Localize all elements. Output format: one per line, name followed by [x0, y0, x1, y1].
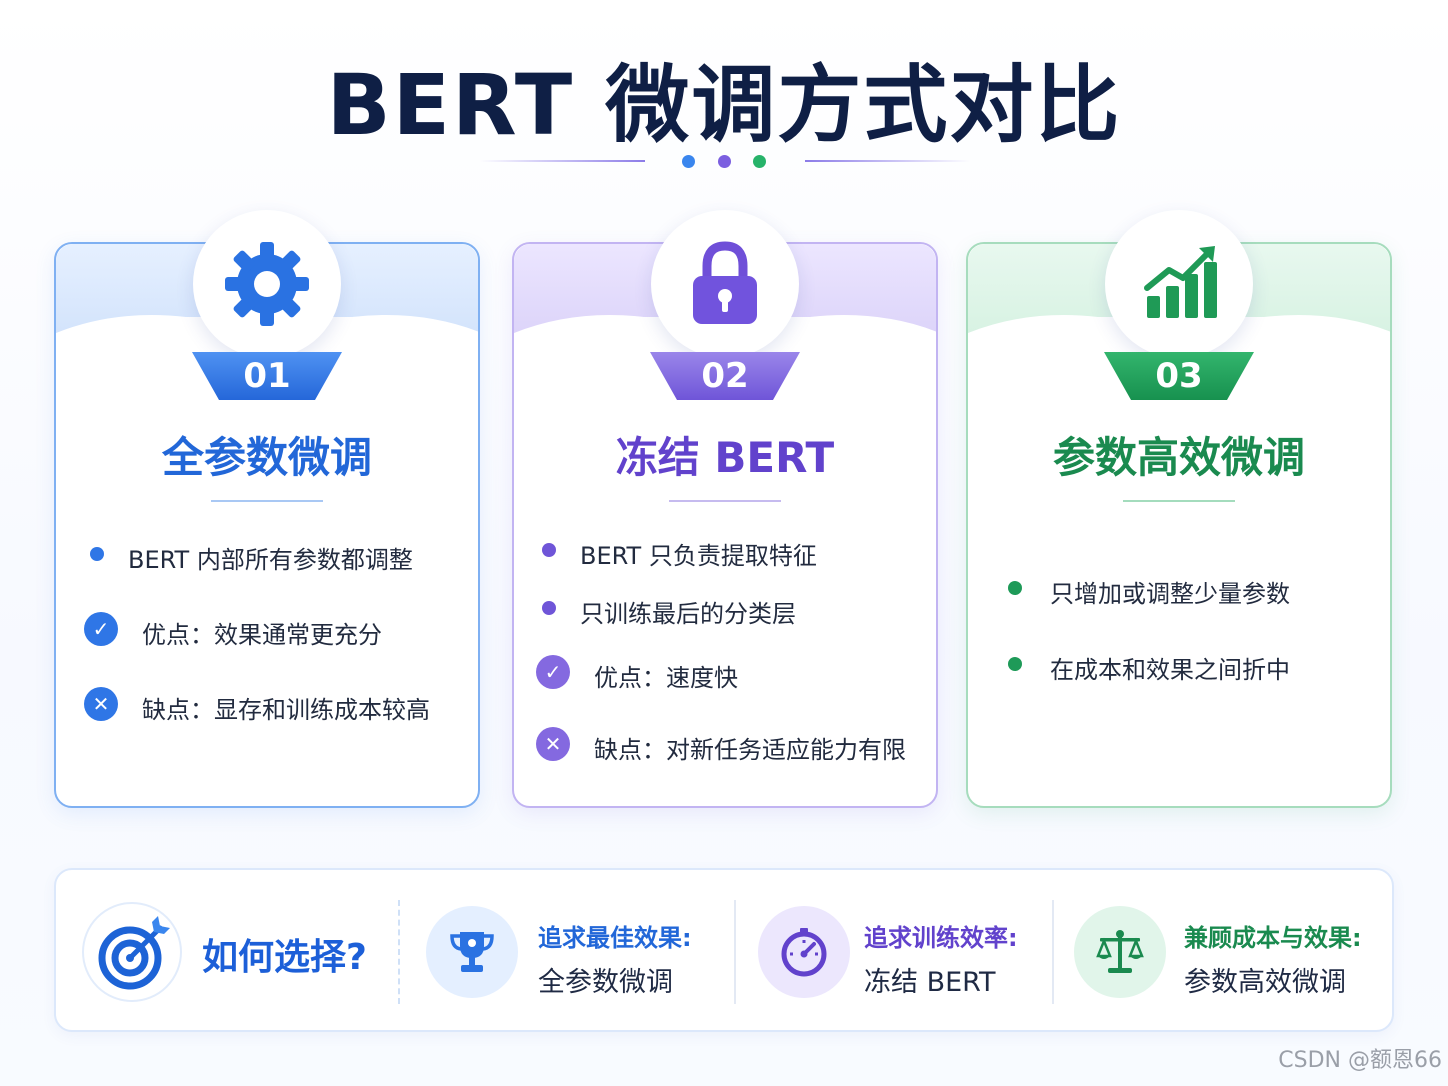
- title-decoration: [480, 150, 970, 174]
- selection-guide-panel: 如何选择? 追求最佳效果: 全参数微调 追求训练效率: 冻结 BERT: [54, 868, 1394, 1032]
- gear-icon: [193, 210, 341, 358]
- bullet-dot: [1008, 581, 1022, 595]
- check-icon: ✓: [536, 655, 570, 689]
- card-item: ✓ 优点：速度快: [514, 652, 936, 692]
- option-value: 全参数微调: [538, 967, 673, 998]
- bullet-dot: [90, 547, 104, 561]
- watermark: CSDN @额恩66: [1278, 1048, 1442, 1073]
- bullet-dot: [542, 543, 556, 557]
- card-item: 只训练最后的分类层: [514, 588, 936, 628]
- card-title: 参数高效微调: [1052, 433, 1305, 482]
- card-freeze-bert: 02 冻结 BERT BERT 只负责提取特征 只训练最后的分类层 ✓ 优点：速…: [512, 210, 938, 808]
- card-item: ✕ 缺点：对新任务适应能力有限: [514, 724, 936, 764]
- card-item: 在成本和效果之间折中: [968, 644, 1390, 684]
- check-icon: ✓: [84, 612, 118, 646]
- option-label: 追求训练效率:: [864, 924, 1018, 952]
- target-icon: [82, 902, 182, 1002]
- card-number: 01: [192, 352, 342, 400]
- card-title: 全参数微调: [161, 433, 372, 482]
- choose-question: 如何选择?: [202, 937, 367, 978]
- lock-icon: [651, 210, 799, 358]
- speedometer-icon: [758, 906, 850, 998]
- option-label: 兼顾成本与效果:: [1184, 924, 1362, 952]
- card-parameter-efficient: 03 参数高效微调 只增加或调整少量参数 在成本和效果之间折中: [966, 210, 1392, 808]
- card-item: ✓ 优点：效果通常更充分: [56, 609, 478, 649]
- card-title: 冻结 BERT: [615, 433, 835, 482]
- page-title: BERT 微调方式对比: [326, 56, 1122, 154]
- card-number: 03: [1104, 352, 1254, 400]
- card-item: BERT 内部所有参数都调整: [56, 534, 478, 574]
- option-value: 冻结 BERT: [864, 967, 996, 998]
- bullet-dot: [1008, 657, 1022, 671]
- card-item: BERT 只负责提取特征: [514, 530, 936, 570]
- growth-chart-icon: [1105, 210, 1253, 358]
- balance-scale-icon: [1074, 906, 1166, 998]
- card-full-finetune: 01 全参数微调 BERT 内部所有参数都调整 ✓ 优点：效果通常更充分 ✕ 缺…: [54, 210, 480, 808]
- trophy-icon: [426, 906, 518, 998]
- option-label: 追求最佳效果:: [538, 924, 692, 952]
- card-item: ✕ 缺点：显存和训练成本较高: [56, 684, 478, 724]
- cross-icon: ✕: [536, 727, 570, 761]
- cross-icon: ✕: [84, 687, 118, 721]
- card-number: 02: [650, 352, 800, 400]
- option-value: 参数高效微调: [1184, 967, 1346, 998]
- bullet-dot: [542, 601, 556, 615]
- card-item: 只增加或调整少量参数: [968, 568, 1390, 608]
